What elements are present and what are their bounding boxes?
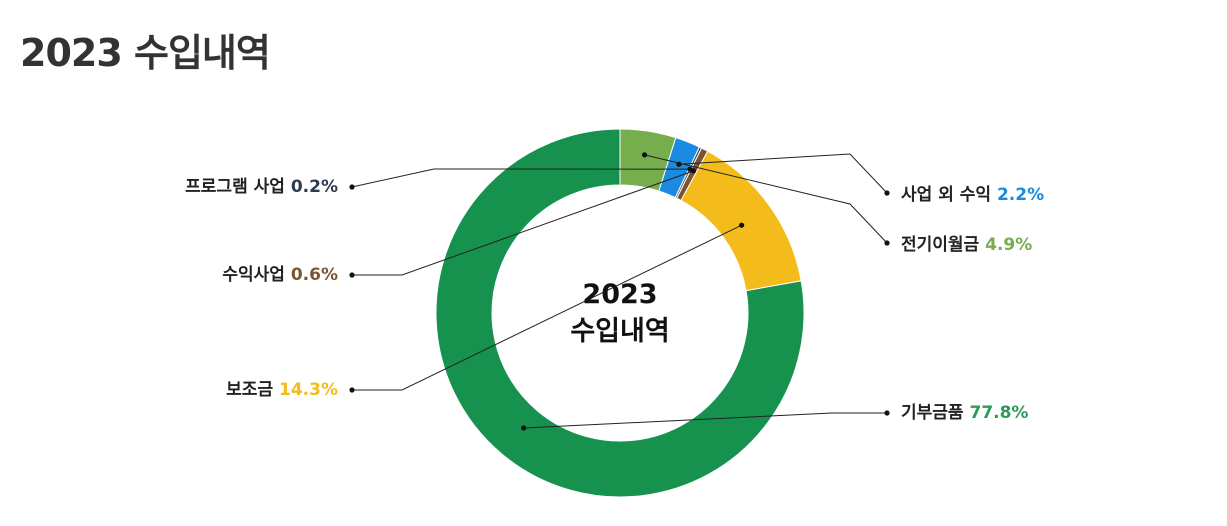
- slice-label-value: 2.2%: [997, 185, 1044, 205]
- leader-dot-business-income-end: [349, 272, 355, 278]
- slice-label-name: 수익사업: [222, 265, 290, 285]
- slice-label-value: 0.6%: [291, 265, 338, 285]
- leader-line-program: [351, 168, 690, 188]
- leader-lines: [349, 152, 890, 431]
- leader-line-non-operating-income: [678, 153, 888, 194]
- slice-label-business-income: 수익사업 0.6%: [222, 265, 338, 285]
- slice-label-non-operating-income: 사업 외 수익 2.2%: [901, 185, 1044, 205]
- slice-subsidy: [680, 150, 802, 292]
- slice-label-carryover: 전기이월금 4.9%: [901, 235, 1032, 255]
- leader-dot-non-operating-income-end: [884, 190, 890, 196]
- leader-dot-donations-start: [521, 425, 527, 431]
- leader-dot-donations-end: [884, 410, 890, 416]
- slice-label-value: 77.8%: [969, 403, 1028, 423]
- page-title: 2023 수입내역: [20, 31, 271, 75]
- leader-dot-program-end: [349, 184, 355, 190]
- slice-donations: [435, 128, 805, 498]
- leader-dot-carryover-start: [641, 152, 648, 158]
- slice-label-donations: 기부금품 77.8%: [901, 403, 1028, 423]
- leader-dot-subsidy-end: [349, 387, 355, 393]
- center-label-title: 수입내역: [570, 316, 669, 347]
- leader-dot-carryover-end: [884, 240, 890, 246]
- leader-line-donations: [523, 412, 887, 429]
- center-label-year: 2023: [582, 279, 657, 310]
- slice-label-name: 프로그램 사업: [185, 177, 291, 197]
- leader-line-subsidy: [352, 224, 742, 391]
- slice-label-name: 보조금: [226, 380, 279, 400]
- leader-line-business-income: [352, 170, 694, 276]
- slice-carryover: [619, 128, 677, 192]
- slice-labels: 기부금품 77.8% 보조금 14.3% 수익사업 0.6% 프로그램 사업 0.2%…: [185, 177, 1044, 423]
- leader-dot-subsidy-start: [739, 222, 745, 228]
- slice-label-value: 14.3%: [279, 380, 338, 400]
- leader-line-carryover: [644, 154, 888, 244]
- donut-slices: [435, 128, 805, 498]
- slice-label-program: 프로그램 사업 0.2%: [185, 177, 338, 197]
- slice-label-name: 전기이월금: [901, 235, 985, 255]
- slice-label-name: 사업 외 수익: [901, 185, 997, 205]
- leader-dot-program-start: [687, 166, 693, 172]
- slice-label-name: 기부금품: [901, 403, 969, 423]
- slice-label-value: 4.9%: [985, 235, 1032, 255]
- slice-label-subsidy: 보조금 14.3%: [226, 380, 338, 400]
- slice-label-value: 0.2%: [291, 177, 338, 197]
